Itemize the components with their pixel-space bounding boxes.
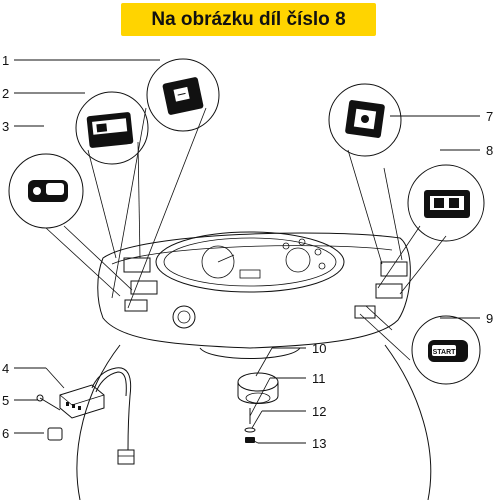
right-switch-slots	[354, 261, 408, 319]
callout-7: 7	[486, 109, 493, 124]
callout-6: 6	[2, 426, 9, 441]
start-label: START	[433, 349, 457, 356]
callout-4: 4	[2, 361, 9, 376]
detail-circle-3	[8, 153, 84, 229]
nut-part-13	[245, 437, 306, 444]
leader-3	[14, 125, 133, 297]
callout-2: 2	[2, 86, 9, 101]
leader-9	[359, 305, 480, 361]
callout-9: 9	[486, 311, 493, 326]
dashboard-cover	[76, 232, 432, 500]
switch-part-1	[162, 77, 204, 115]
switch-part-8	[424, 190, 470, 218]
washer-part-12	[244, 410, 306, 433]
leader-2	[14, 92, 141, 259]
callout-11: 11	[312, 371, 326, 386]
detail-circle-7	[328, 83, 402, 157]
clip-part-6	[14, 427, 63, 441]
detail-circle-8	[407, 164, 485, 242]
callout-10: 10	[312, 341, 326, 356]
switch-assembly-part-4	[14, 367, 135, 465]
switch-part-7	[345, 100, 385, 138]
callout-8: 8	[486, 143, 493, 158]
buzzer-part-10	[237, 347, 306, 404]
callout-labels: 1 2 3 4 5 6 7 8 9 10 11 12 13	[2, 53, 493, 451]
title-banner: Na obrázku díl číslo 8	[121, 3, 376, 36]
detail-circle-1	[146, 58, 220, 132]
screw-part-11	[249, 377, 306, 424]
leader-1	[14, 59, 207, 309]
ignition-lock	[172, 305, 196, 329]
leader-8	[377, 149, 480, 295]
callout-1: 1	[2, 53, 9, 68]
switch-part-2	[86, 112, 134, 148]
screw-part-5	[14, 394, 61, 411]
switch-part-9: START	[428, 340, 468, 362]
callout-13: 13	[312, 436, 326, 451]
switch-part-3	[28, 180, 68, 202]
banner-title: Na obrázku díl číslo 8	[151, 8, 346, 30]
callout-3: 3	[2, 119, 9, 134]
callout-12: 12	[312, 404, 326, 419]
detail-circle-2	[75, 91, 149, 165]
leader-7	[347, 115, 480, 265]
callout-5: 5	[2, 393, 9, 408]
instrument-panel	[155, 231, 345, 293]
detail-circle-9: START	[411, 315, 481, 385]
left-switch-slots	[123, 257, 158, 312]
